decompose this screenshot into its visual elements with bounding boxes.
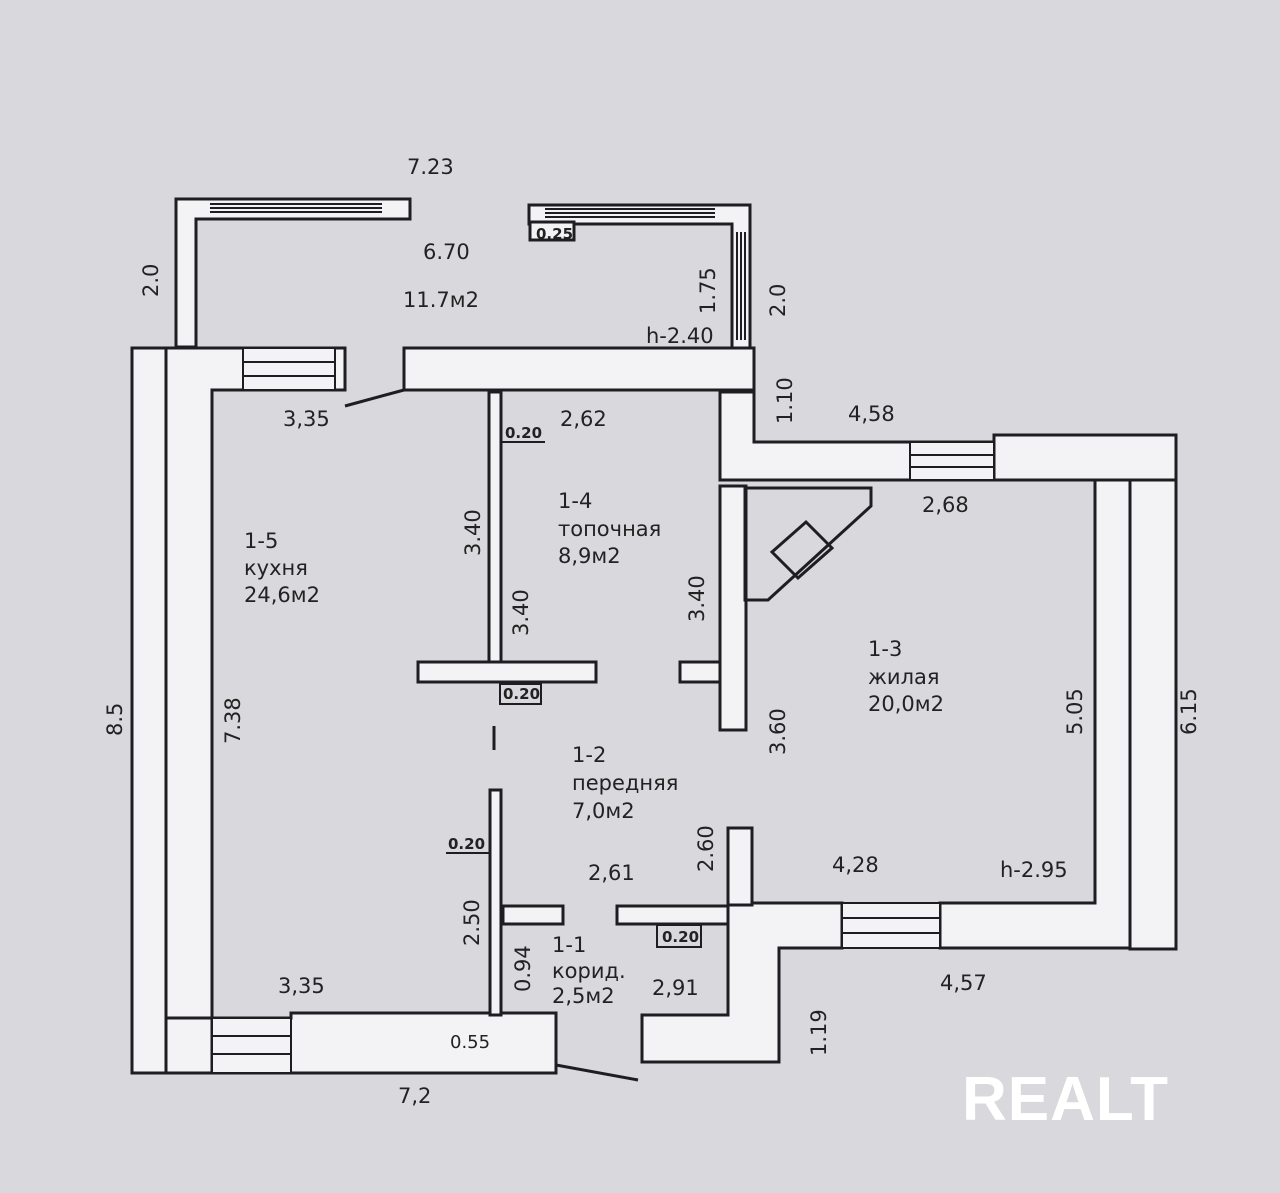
room-hall-id: 1-2 [572, 743, 606, 767]
room-corridor-id: 1-1 [552, 933, 586, 957]
outer-wall [992, 433, 1178, 482]
dim-kitchen-top: 3,35 [283, 407, 330, 431]
dim-step-1-10: 1.10 [773, 377, 797, 424]
window-kitchen-bottom [211, 1017, 292, 1074]
stove-box [769, 519, 835, 581]
veranda-wall [174, 197, 412, 349]
partition [501, 904, 565, 926]
dim-wall-0-55: 0.55 [450, 1032, 490, 1053]
dim-living-bottom-outer: 4,57 [940, 971, 987, 995]
dim-hall-width: 2,61 [588, 861, 635, 885]
room-hall-name: передняя [572, 771, 678, 795]
dim-corridor-2-50: 2.50 [460, 899, 484, 946]
height-veranda: h-2.40 [646, 324, 714, 348]
room-kitchen-area: 24,6м2 [244, 583, 320, 607]
room-corridor-name: корид. [552, 959, 626, 983]
dim-corridor-0-94: 0.94 [511, 945, 535, 992]
room-furnace-id: 1-4 [558, 489, 592, 513]
room-living-name: жилая [868, 665, 940, 689]
room-living-area: 20,0м2 [868, 692, 944, 716]
dim-bottom-total: 7,2 [398, 1084, 431, 1108]
svg-text:0.20: 0.20 [505, 424, 542, 442]
dim-veranda-left: 2.0 [139, 264, 163, 297]
partition [487, 390, 503, 664]
room-kitchen-id: 1-5 [244, 529, 278, 553]
dim-wall-0-25: 0.25 [536, 225, 573, 243]
window-living-top [909, 441, 995, 481]
room-furnace-area: 8,9м2 [558, 544, 621, 568]
partition [488, 788, 503, 1017]
dim-living-bottom-inner: 4,28 [832, 853, 879, 877]
room-living-id: 1-3 [868, 637, 902, 661]
outer-wall [1128, 433, 1178, 951]
dim-kitchen-bottom: 3,35 [278, 974, 325, 998]
dim-kitchen-left-outer: 8.5 [103, 703, 127, 736]
door-line [344, 388, 405, 408]
svg-text:0.20: 0.20 [503, 685, 540, 703]
partition [726, 826, 754, 907]
room-corridor-area: 2,5м2 [552, 984, 615, 1008]
dim-top-total: 7.23 [407, 155, 454, 179]
dim-entry-1-19: 1.19 [807, 1009, 831, 1056]
dim-partition-0-20-c: 0.20 [446, 835, 490, 854]
outer-wall [130, 346, 168, 1075]
partition [718, 484, 748, 732]
stove [743, 486, 873, 602]
dim-living-outer-top: 4,58 [848, 402, 895, 426]
outer-wall [402, 346, 756, 392]
dim-veranda-1-75: 1.75 [696, 267, 720, 314]
svg-text:0.25: 0.25 [536, 225, 573, 243]
partition [416, 660, 598, 684]
dim-furnace-left-b: 3.40 [509, 589, 533, 636]
watermark-logo: REALT [962, 1065, 1169, 1134]
dim-furnace-left-a: 3.40 [461, 509, 485, 556]
dim-living-right-inner: 5.05 [1063, 688, 1087, 735]
room-kitchen-name: кухня [244, 556, 308, 580]
outer-wall [164, 346, 347, 1075]
room-hall-area: 7,0м2 [572, 799, 635, 823]
dim-veranda-inner: 6.70 [423, 240, 470, 264]
dim-furnace-top: 2,62 [560, 407, 607, 431]
dim-partition-0-20-d: 0.20 [656, 924, 702, 948]
dim-living-inner-top: 2,68 [922, 493, 969, 517]
veranda-window [210, 203, 746, 340]
dim-furnace-right: 3.40 [685, 575, 709, 622]
partition [678, 660, 724, 684]
window-living-bottom [841, 902, 941, 949]
svg-text:0.20: 0.20 [662, 928, 699, 946]
dim-veranda-right: 2.0 [766, 284, 790, 317]
veranda-partition [528, 220, 576, 242]
dim-kitchen-left-inner: 7.38 [221, 697, 245, 744]
dim-hall-3-60: 3.60 [766, 708, 790, 755]
partition [615, 904, 730, 926]
dim-partition-0-20-b: 0.20 [499, 683, 542, 705]
dim-partition-0-20-a: 0.20 [501, 424, 545, 443]
dim-corridor-width: 2,91 [652, 976, 699, 1000]
door-line [555, 1063, 639, 1082]
svg-text:0.20: 0.20 [448, 835, 485, 853]
dim-hall-2-60: 2.60 [694, 825, 718, 872]
window-kitchen-top [242, 347, 336, 391]
height-house: h-2.95 [1000, 858, 1068, 882]
room-veranda-area: 11.7м2 [403, 288, 479, 312]
dim-living-right-outer: 6.15 [1177, 688, 1201, 735]
room-furnace-name: топочная [558, 517, 661, 541]
